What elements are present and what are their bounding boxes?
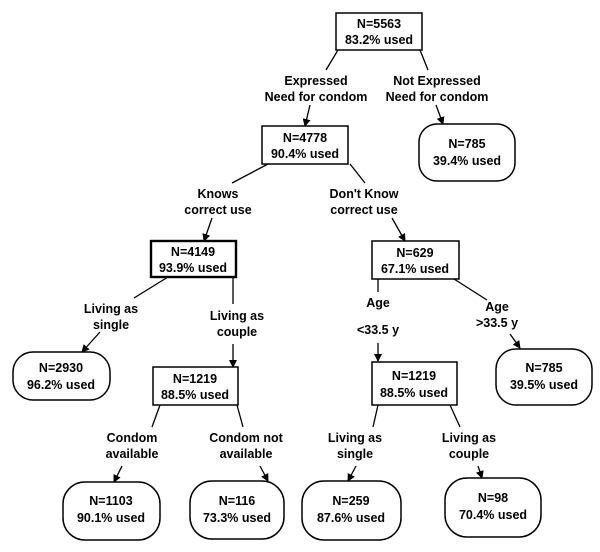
edge-line-dont-know-arrow (391, 217, 406, 242)
node-knows-count: N=4149 (171, 245, 215, 259)
node-cond-na-pct: 73.3% used (203, 511, 271, 525)
node-not-expressed-count: N=785 (448, 137, 485, 151)
node-root: N=5563 83.2% used (335, 12, 423, 51)
node-expressed-pct: 90.4% used (271, 147, 339, 161)
node-couple2-pct: 70.4% used (459, 508, 527, 522)
node-single2-pct: 87.6% used (317, 511, 385, 525)
edge-label-cond-avail: Condom available (106, 431, 159, 461)
node-knows: N=4149 93.9% used (149, 239, 238, 279)
node-cond-avail-pct: 90.1% used (77, 511, 145, 525)
edge-line-couple2-arrow (475, 465, 484, 479)
node-single2: N=259 87.6% used (301, 480, 402, 541)
node-single1-count: N=2930 (39, 361, 83, 375)
node-cond-na-count: N=116 (219, 494, 256, 508)
edge-line-not-expr (419, 49, 429, 71)
node-dont-know-pct: 67.1% used (381, 262, 449, 276)
edge-label-dont-know-line1: Don't Know (330, 187, 399, 201)
edge-label-age-young-line1: Age (366, 296, 390, 310)
node-age-young: N=1219 88.5% used (371, 361, 458, 406)
node-cond-na: N=116 73.3% used (189, 480, 285, 540)
node-single1: N=2930 96.2% used (12, 351, 111, 401)
node-couple1-count: N=1219 (173, 372, 217, 386)
edge-label-single1-line2: single (93, 318, 129, 332)
edge-label-knows-line2: correct use (184, 203, 251, 217)
edge-label-cond-na: Condom not available (209, 431, 283, 461)
edge-label-couple2-line1: Living as (442, 431, 496, 445)
edge-line-couple2 (449, 404, 461, 428)
edge-line-cond-na-arrow (259, 465, 269, 482)
node-expressed: N=4778 90.4% used (261, 125, 349, 165)
edge-line-expressed-arrow (302, 104, 311, 127)
edge-label-couple2: Living as couple (442, 431, 496, 461)
edge-label-couple1: Living as couple (210, 309, 264, 339)
edge-line-age-old (453, 278, 488, 301)
edge-line-knows (231, 163, 269, 184)
node-cond-avail: N=1103 90.1% used (62, 481, 161, 541)
node-root-count: N=5563 (357, 17, 401, 31)
edge-label-cond-avail-line1: Condom (107, 431, 158, 445)
edge-label-knows: Knows correct use (184, 187, 251, 217)
node-couple1-pct: 88.5% used (161, 388, 229, 402)
edge-label-not-expressed-line1: Not Expressed (393, 74, 481, 88)
edge-label-not-expressed-line2: Need for condom (386, 90, 489, 104)
edge-label-age-old-line1: Age (485, 300, 509, 314)
edge-label-knows-line1: Knows (198, 187, 239, 201)
edges (81, 49, 521, 483)
edge-label-couple2-line2: couple (449, 447, 489, 461)
node-age-old: N=785 39.5% used (495, 348, 593, 406)
node-cond-avail-count: N=1103 (89, 494, 132, 508)
edge-label-age-old: Age >33.5 y (476, 300, 518, 330)
edge-label-expressed-line1: Expressed (284, 74, 347, 88)
edge-line-single1 (133, 276, 169, 299)
node-not-expressed: N=785 39.4% used (418, 123, 516, 182)
node-single1-pct: 96.2% used (27, 378, 95, 392)
edge-label-couple1-line1: Living as (210, 309, 264, 323)
edge-line-not-expr-arrow (435, 104, 445, 125)
edge-line-knows-arrow (202, 217, 213, 242)
node-dont-know: N=629 67.1% used (371, 240, 460, 280)
edge-line-single2-arrow (347, 465, 357, 482)
node-dont-know-count: N=629 (396, 246, 433, 260)
edge-label-single2-line1: Living as (328, 431, 382, 445)
node-age-old-count: N=785 (525, 361, 562, 375)
edge-label-not-expressed: Not Expressed Need for condom (386, 74, 489, 104)
edge-label-cond-na-line1: Condom not (209, 431, 283, 445)
node-knows-pct: 93.9% used (159, 261, 227, 275)
edge-label-cond-avail-line2: available (106, 447, 159, 461)
edge-label-dont-know: Don't Know correct use (330, 187, 399, 217)
edge-line-cond-na (236, 404, 244, 428)
edge-label-single2: Living as single (328, 431, 382, 461)
node-age-old-pct: 39.5% used (510, 378, 578, 392)
node-expressed-count: N=4778 (283, 131, 327, 145)
edge-label-dont-know-line2: correct use (330, 203, 397, 217)
edge-label-couple1-line2: couple (217, 325, 257, 339)
edge-label-age-old-line2: >33.5 y (476, 316, 518, 330)
edge-line-dont-know (349, 163, 366, 184)
node-age-young-count: N=1219 (392, 369, 436, 383)
node-couple1: N=1219 88.5% used (152, 366, 239, 406)
edge-label-age-young-line2: <33.5 y (357, 323, 399, 337)
edge-label-expressed-line2: Need for condom (265, 90, 368, 104)
edge-line-cond-avail-arrow (113, 465, 123, 483)
node-root-pct: 83.2% used (345, 33, 413, 47)
edge-label-single1-line1: Living as (84, 302, 138, 316)
node-couple2: N=98 70.4% used (444, 477, 542, 538)
edge-line-expressed (325, 49, 339, 71)
edge-line-single1-arrow (81, 331, 101, 353)
edge-label-single2-line2: single (337, 447, 373, 461)
edge-label-single1: Living as single (84, 302, 138, 332)
node-couple2-count: N=98 (478, 491, 508, 505)
edge-label-age-young: Age <33.5 y (357, 296, 399, 337)
node-not-expressed-pct: 39.4% used (433, 154, 501, 168)
edge-label-cond-na-line2: available (220, 447, 273, 461)
edge-line-age-old-arrow (509, 333, 521, 349)
node-single2-count: N=259 (332, 494, 369, 508)
edge-label-expressed: Expressed Need for condom (265, 74, 368, 104)
edge-line-single2 (372, 404, 379, 428)
node-age-young-pct: 88.5% used (380, 386, 448, 400)
edge-line-cond-avail (151, 404, 161, 428)
